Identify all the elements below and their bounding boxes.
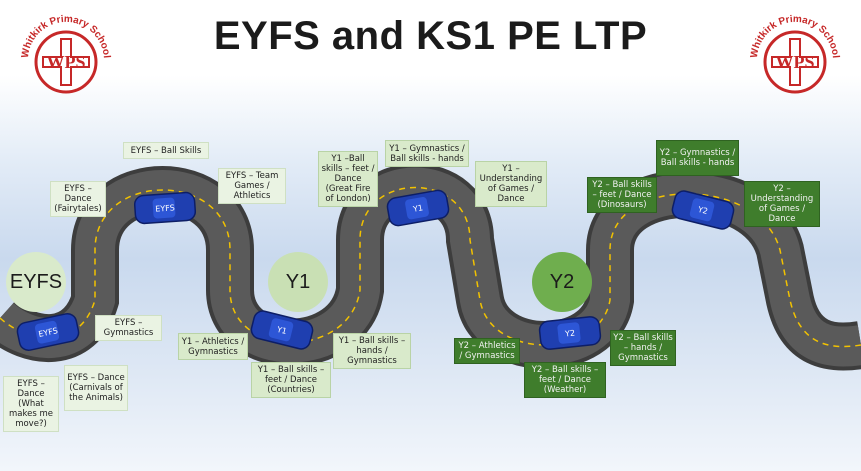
school-logo-left: Whitkirk Primary School WPS [20,14,112,94]
box-eyfs-team-games: EYFS – Team Games / Athletics [218,168,286,204]
box-eyfs-dance-carnival: EYFS – Dance (Carnivals of the Animals) [64,365,128,411]
box-y2-gym-ball: Y2 – Gymnastics / Ball skills - hands [656,140,739,176]
box-y2-understanding: Y2 – Understanding of Games / Dance [744,181,820,227]
box-eyfs-gymnastics: EYFS – Gymnastics [95,315,162,341]
box-eyfs-ball-skills: EYFS – Ball Skills [123,142,209,159]
stage-eyfs-circle: EYFS [6,252,66,312]
car-eyfs-1: EYFS [16,312,80,352]
svg-text:EYFS: EYFS [155,203,175,213]
box-y2-ball-dinosaurs: Y2 – Ball skills – feet / Dance (Dinosau… [587,177,657,213]
stage-y2-circle: Y2 [532,252,592,312]
svg-text:EYFS: EYFS [38,326,59,339]
box-y1-ball-countries: Y1 – Ball skills – feet / Dance (Countri… [251,362,331,398]
stage-y1-circle: Y1 [268,252,328,312]
logo-initials-left: WPS [46,52,85,72]
box-y1-athletics: Y1 – Athletics / Gymnastics [178,333,248,360]
box-eyfs-dance-move: EYFS – Dance (What makes me move?) [3,376,59,432]
svg-text:Y2: Y2 [696,205,709,216]
svg-text:Y1: Y1 [411,203,423,214]
box-y2-ball-weather: Y2 – Ball skills – feet / Dance (Weather… [524,362,606,398]
road-centre-line [0,186,861,348]
logo-initials-right: WPS [775,52,814,72]
box-y2-athletics: Y2 – Athletics / Gymnastics [454,338,520,364]
box-y1-gym-ball: Y1 – Gymnastics / Ball skills - hands [385,140,469,167]
box-y1-understanding: Y1 – Understanding of Games / Dance [475,161,547,207]
svg-text:Y2: Y2 [564,329,576,339]
car-y1-1: Y1 [250,310,314,350]
car-y2-2: Y2 [671,190,735,230]
car-y2-1: Y2 [538,316,602,350]
svg-text:Y1: Y1 [275,325,288,336]
car-eyfs-2: EYFS [133,191,197,225]
box-eyfs-dance-fairytales: EYFS – Dance (Fairytales) [50,181,106,217]
car-y1-2: Y1 [386,189,450,227]
page-title: EYFS and KS1 PE LTP [213,14,648,58]
box-y2-ball-hands-gym: Y2 – Ball skills – hands / Gymnastics [610,330,676,366]
box-y1-ball-skills-london: Y1 –Ball skills – feet / Dance (Great Fi… [318,151,378,207]
school-logo-right: Whitkirk Primary School WPS [749,14,841,94]
box-y1-ball-hands-gym: Y1 – Ball skills – hands / Gymnastics [333,333,411,369]
